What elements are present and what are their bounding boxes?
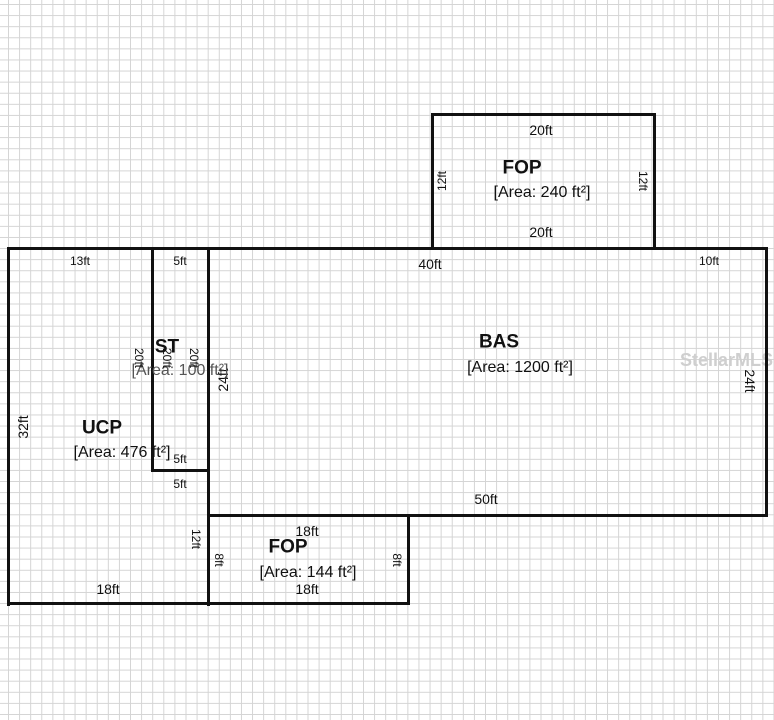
st-wall-bottom [151, 469, 210, 472]
fop-top-dim-bottom: 20ft [529, 224, 553, 240]
bas-dim-top: 40ft [418, 256, 442, 272]
ucp-dim-left: 32ft [15, 415, 31, 439]
fop-bottom-wall-right [407, 514, 410, 605]
fop-bottom-dim-top: 18ft [295, 523, 319, 539]
bas-area: [Area: 1200 ft²] [467, 359, 573, 376]
ucp-dim-bottom: 18ft [96, 581, 120, 597]
bas-dim-right: 24ft [742, 369, 758, 393]
main-wall-top [8, 247, 768, 250]
fop-bottom-dim-right: 8ft [390, 553, 404, 567]
ucp-dim-step: 5ft [173, 477, 187, 491]
ucp-dim-top: 13ft [69, 254, 91, 268]
main-wall-bottom [7, 602, 410, 605]
fop-top-dim-left: 12ft [435, 170, 449, 192]
ucp-wall-left [7, 247, 10, 606]
watermark: StellarMLS [680, 350, 774, 370]
st-dim-left: 20ft [132, 347, 146, 369]
fop-bottom-dim-left: 8ft [212, 553, 226, 567]
fop-bottom-area: [Area: 144 ft²] [259, 564, 357, 581]
ucp-area: [Area: 476 ft²] [73, 444, 171, 461]
bas-dim-bottom: 50ft [474, 491, 498, 507]
st-dim-top: 5ft [173, 254, 187, 268]
st-dim-bottom: 5ft [173, 452, 187, 466]
bas-wall-right [765, 247, 768, 517]
st-name: ST [154, 336, 180, 358]
fop-top-area: [Area: 240 ft²] [493, 184, 591, 201]
st-wall-left [151, 247, 154, 472]
fop-top-dim-top: 20ft [529, 122, 553, 138]
bas-dim-top-right: 10ft [698, 254, 720, 268]
st-dim-mid: 20ft [160, 347, 174, 369]
fop-bottom-name: FOP [268, 536, 308, 558]
st-dim-right: 20ft [187, 347, 201, 369]
bas-wall-bottom [208, 514, 768, 517]
fop-top-wall-right [653, 113, 656, 249]
st-bas-divider [207, 247, 210, 606]
fop-top-wall-top [431, 113, 656, 116]
fop-top-dim-right: 12ft [636, 170, 650, 192]
st-area: [Area: 100 ft²] [131, 362, 229, 379]
fop-top-wall-left [431, 113, 434, 249]
fop-bottom-dim-bottom: 18ft [295, 581, 319, 597]
ucp-name: UCP [81, 417, 123, 439]
fop-top-name: FOP [502, 157, 542, 179]
ucp-dim-right: 12ft [189, 528, 203, 550]
bas-name: BAS [478, 331, 520, 353]
